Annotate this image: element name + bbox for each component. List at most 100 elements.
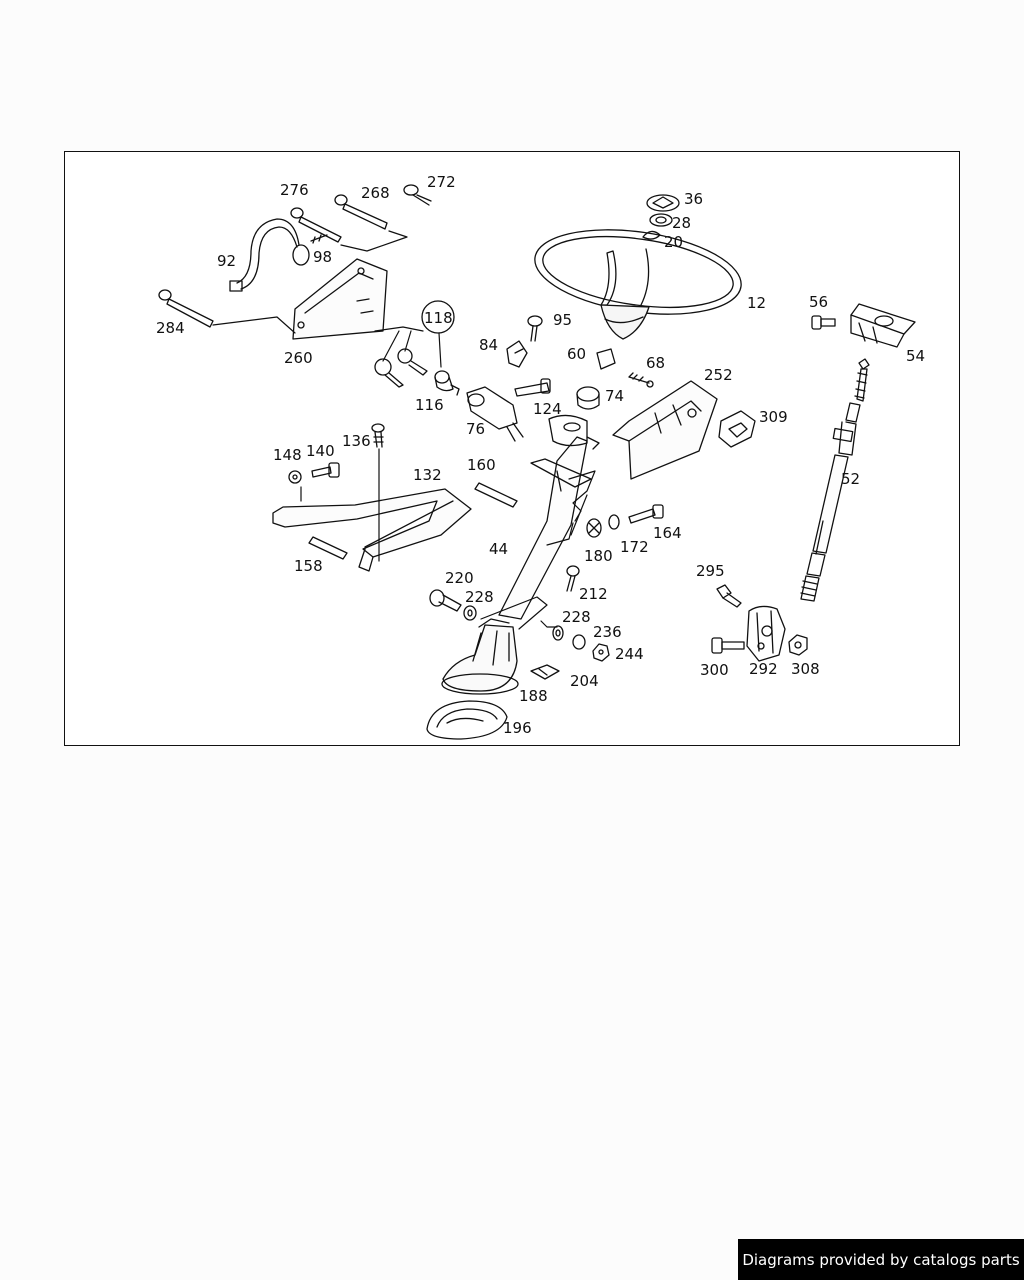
horn-cap-star-part[interactable] bbox=[646, 194, 680, 212]
screw-212-part[interactable] bbox=[566, 565, 580, 592]
screw-95-part[interactable] bbox=[527, 315, 543, 342]
callout-circle-118 bbox=[421, 300, 455, 334]
washer-228a-part[interactable] bbox=[463, 605, 477, 621]
ignition-key-part[interactable] bbox=[374, 348, 428, 388]
label-140: 140 bbox=[306, 442, 335, 460]
pad-309-part[interactable] bbox=[718, 410, 756, 448]
bolt-140-part[interactable] bbox=[311, 462, 340, 478]
spacer-158-part[interactable] bbox=[308, 536, 348, 560]
label-260: 260 bbox=[284, 349, 313, 367]
leader-lines bbox=[212, 230, 596, 630]
clip-204-part[interactable] bbox=[530, 664, 560, 680]
screw-136-part[interactable] bbox=[371, 423, 385, 448]
label-52: 52 bbox=[841, 470, 860, 488]
label-244: 244 bbox=[615, 645, 644, 663]
nut-244-part[interactable] bbox=[592, 643, 610, 662]
label-236: 236 bbox=[593, 623, 622, 641]
label-84: 84 bbox=[479, 336, 498, 354]
label-136: 136 bbox=[342, 432, 371, 450]
upper-bearing-housing-part[interactable] bbox=[850, 303, 916, 348]
label-272: 272 bbox=[427, 173, 456, 191]
parts-diagram-frame: 12 20 28 36 44 52 54 56 60 68 74 76 84 9… bbox=[64, 151, 960, 746]
label-124: 124 bbox=[533, 400, 562, 418]
bolt-164-part[interactable] bbox=[628, 504, 664, 524]
label-196: 196 bbox=[503, 719, 532, 737]
screw-68-part[interactable] bbox=[628, 372, 654, 388]
diagram-credit-text: Diagrams provided by catalogs parts bbox=[742, 1250, 1020, 1269]
label-164: 164 bbox=[653, 524, 682, 542]
label-309: 309 bbox=[759, 408, 788, 426]
label-172: 172 bbox=[620, 538, 649, 556]
label-116: 116 bbox=[415, 396, 444, 414]
nut-308-part[interactable] bbox=[788, 634, 808, 656]
label-252: 252 bbox=[704, 366, 733, 384]
flexible-coupling-part[interactable] bbox=[746, 605, 786, 662]
horn-pad-part[interactable] bbox=[649, 213, 673, 227]
retaining-ring-part[interactable] bbox=[642, 230, 661, 240]
label-228-upper: 228 bbox=[465, 588, 494, 606]
diagram-credit-banner: Diagrams provided by catalogs parts bbox=[738, 1239, 1024, 1280]
washer-172-part[interactable] bbox=[608, 514, 620, 530]
steering-shaft-part[interactable] bbox=[800, 358, 870, 602]
washer-228b-part[interactable] bbox=[552, 625, 564, 641]
bolt-284-part[interactable] bbox=[158, 289, 214, 328]
label-44: 44 bbox=[489, 540, 508, 558]
screw-124-part[interactable] bbox=[514, 378, 551, 397]
label-188: 188 bbox=[519, 687, 548, 705]
label-292: 292 bbox=[749, 660, 778, 678]
screw-272-part[interactable] bbox=[403, 184, 432, 206]
label-132: 132 bbox=[413, 466, 442, 484]
label-12: 12 bbox=[747, 294, 766, 312]
washer-236-part[interactable] bbox=[572, 634, 586, 650]
screw-98-part[interactable] bbox=[310, 234, 328, 244]
label-28: 28 bbox=[672, 214, 691, 232]
label-98: 98 bbox=[313, 248, 332, 266]
label-308: 308 bbox=[791, 660, 820, 678]
label-204: 204 bbox=[570, 672, 599, 690]
part-number-labels: 12 20 28 36 44 52 54 56 60 68 74 76 84 9… bbox=[156, 173, 925, 737]
bolt-268-part[interactable] bbox=[334, 194, 388, 230]
mounting-bracket-part[interactable] bbox=[292, 258, 388, 340]
bolt-295-part[interactable] bbox=[716, 584, 742, 608]
ignition-switch-part[interactable] bbox=[466, 386, 524, 442]
ring-74-part[interactable] bbox=[576, 386, 600, 410]
label-60: 60 bbox=[567, 345, 586, 363]
label-54: 54 bbox=[906, 347, 925, 365]
column-jacket-part[interactable] bbox=[498, 414, 600, 620]
label-92: 92 bbox=[217, 252, 236, 270]
bolt-220-part[interactable] bbox=[429, 589, 462, 612]
bolt-276-part[interactable] bbox=[290, 207, 342, 243]
label-220: 220 bbox=[445, 569, 474, 587]
steering-column-exploded-diagram: 12 20 28 36 44 52 54 56 60 68 74 76 84 9… bbox=[156, 173, 925, 740]
label-118: 118 bbox=[424, 309, 453, 327]
label-74: 74 bbox=[605, 387, 624, 405]
label-300: 300 bbox=[700, 661, 729, 679]
label-76: 76 bbox=[466, 420, 485, 438]
label-180: 180 bbox=[584, 547, 613, 565]
label-56: 56 bbox=[809, 293, 828, 311]
column-trim-cover-part[interactable] bbox=[612, 380, 718, 480]
bushing-60-part[interactable] bbox=[596, 348, 616, 370]
label-284: 284 bbox=[156, 319, 185, 337]
column-boot-part[interactable] bbox=[441, 618, 519, 695]
label-20: 20 bbox=[664, 233, 683, 251]
label-158: 158 bbox=[294, 557, 323, 575]
label-212: 212 bbox=[579, 585, 608, 603]
wire-harness-part[interactable] bbox=[229, 218, 310, 292]
label-36: 36 bbox=[684, 190, 703, 208]
bolt-300-part[interactable] bbox=[711, 637, 745, 654]
label-268: 268 bbox=[361, 184, 390, 202]
label-228-lower: 228 bbox=[562, 608, 591, 626]
steering-wheel-part[interactable] bbox=[529, 218, 746, 340]
wheel-180-part[interactable] bbox=[586, 518, 602, 538]
lock-cylinder-part[interactable] bbox=[434, 370, 460, 396]
label-68: 68 bbox=[646, 354, 665, 372]
grommet-196-part[interactable] bbox=[426, 700, 508, 740]
spacer-160-part[interactable] bbox=[474, 482, 518, 508]
support-bracket-part[interactable] bbox=[272, 488, 472, 572]
label-95: 95 bbox=[553, 311, 572, 329]
screw-56-part[interactable] bbox=[811, 315, 836, 330]
switch-84-part[interactable] bbox=[506, 340, 528, 368]
washer-148-part[interactable] bbox=[288, 470, 302, 484]
label-148: 148 bbox=[273, 446, 302, 464]
